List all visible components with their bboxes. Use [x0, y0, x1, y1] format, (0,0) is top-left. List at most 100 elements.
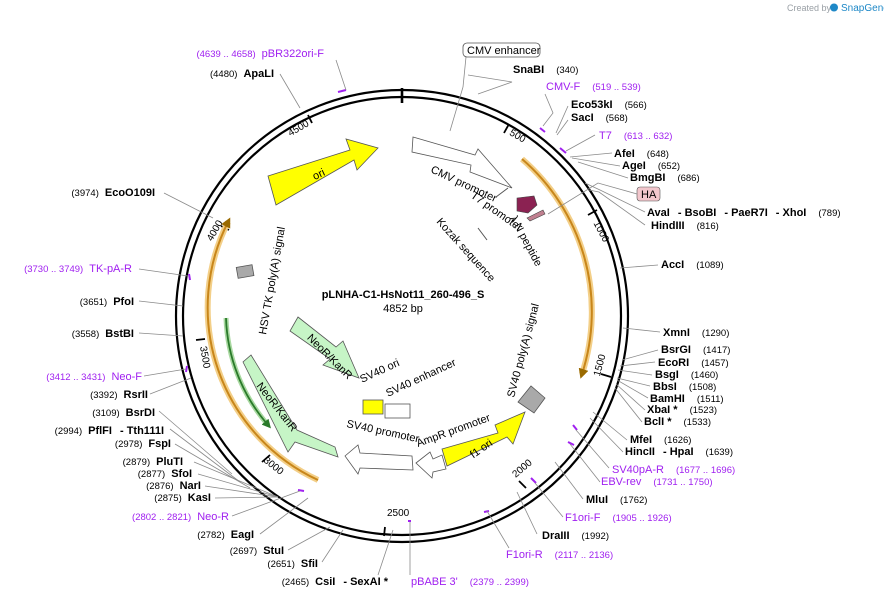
- t7-mark: [559, 147, 567, 154]
- lead-kasi: [214, 496, 279, 499]
- lead-bamhi: [616, 379, 649, 399]
- feature-neor-outer[interactable]: [242, 354, 339, 458]
- site-label-saci[interactable]: SacI(568): [571, 112, 628, 124]
- lead-draiii: [516, 491, 538, 535]
- site-label-rsrii[interactable]: (3392)RsrII: [90, 389, 148, 401]
- lead-bsgi: [617, 369, 653, 376]
- site-label-hindiii[interactable]: HindIII(816): [651, 220, 719, 232]
- feature-cmv-promoter[interactable]: [411, 136, 513, 189]
- lead-avai: [584, 182, 646, 213]
- lead-bsrgi: [621, 349, 659, 361]
- primer-label-sv40pa-r[interactable]: SV40pA-R(1677 .. 1696): [612, 464, 735, 476]
- primer-label-pbr322ori-f[interactable]: (4639 .. 4658)pBR322ori-F: [196, 48, 324, 60]
- feature-sv40-promoter[interactable]: [344, 444, 414, 475]
- lead-stui: [287, 526, 331, 551]
- site-label-sfoi[interactable]: (2877)SfoI: [138, 468, 192, 480]
- site-label-mlui[interactable]: MluI(1762): [586, 494, 647, 506]
- site-label-kasi[interactable]: (2875)KasI: [154, 492, 211, 504]
- site-label-bamhi[interactable]: BamHI(1511): [650, 393, 724, 405]
- site-label-sfii[interactable]: (2651)SfiI: [267, 558, 318, 570]
- primer-label-pbabe3[interactable]: pBABE 3'(2379 .. 2399): [411, 576, 529, 588]
- feature-hsv-tk-polya[interactable]: [235, 264, 255, 279]
- tick-3000: [261, 454, 271, 463]
- site-label-bstbi[interactable]: (3558)BstBI: [72, 328, 134, 340]
- site-label-bsrdi[interactable]: (3109)BsrDI: [92, 407, 155, 419]
- site-label-acci[interactable]: AccI(1089): [661, 259, 724, 271]
- feature-lambda-n-label: λ N peptide: [507, 214, 544, 269]
- tick-4500: [307, 114, 313, 124]
- lead-xbai: [615, 383, 646, 411]
- tk-pa-r-mark: [188, 273, 191, 281]
- feature-sv40-promoter-label: SV40 promoter: [345, 418, 420, 445]
- primer-label-t7[interactable]: T7(613 .. 632): [599, 130, 672, 142]
- site-label-pfoi[interactable]: (3651)PfoI: [80, 296, 134, 308]
- site-label-apali[interactable]: (4480)ApaLI: [210, 68, 274, 80]
- site-label-fspi[interactable]: (2978)FspI: [115, 438, 171, 450]
- feature-sv40-polya[interactable]: [517, 385, 546, 414]
- site-label-avai-group[interactable]: AvaI- BsoBI- PaeR7I- XhoI(789): [647, 207, 841, 219]
- cmv-enhancer-lead2: [449, 86, 464, 132]
- feature-sv40-enhancer[interactable]: [384, 403, 411, 419]
- pbr322ori-f-mark: [337, 89, 347, 93]
- site-label-eco53ki[interactable]: Eco53kI(566): [571, 99, 647, 111]
- site-label-mfei[interactable]: MfeI(1626): [630, 434, 691, 446]
- cmv-f-mark: [539, 127, 546, 133]
- tick-500: [503, 123, 510, 134]
- feature-ha[interactable]: [526, 209, 546, 222]
- primer-label-f1ori-f[interactable]: F1ori-F(1905 .. 1926): [565, 512, 672, 524]
- site-label-bsrgi[interactable]: BsrGI(1417): [661, 344, 730, 356]
- feature-sv40-ori[interactable]: [362, 399, 384, 415]
- feature-ampr-promoter[interactable]: [415, 451, 447, 479]
- feature-f1-ori[interactable]: [441, 411, 526, 467]
- site-label-afei[interactable]: AfeI(648): [614, 148, 669, 160]
- site-label-hincii-group[interactable]: HincII- HpaI(1639): [625, 446, 733, 458]
- site-label-bbsi[interactable]: BbsI(1508): [653, 381, 716, 393]
- plasmid-length: 4852 bp: [383, 303, 423, 315]
- feature-lambda-n[interactable]: [516, 195, 538, 214]
- tick-label: 2000: [510, 457, 534, 480]
- f1ori-f-mark: [530, 477, 537, 484]
- orf-neo: [225, 317, 271, 429]
- primer-label-neo-f[interactable]: (3412 .. 3431)Neo-F: [46, 371, 142, 383]
- site-label-agei[interactable]: AgeI(652): [622, 160, 680, 172]
- site-label-pluti[interactable]: (2879)PluTI: [123, 456, 183, 468]
- site-label-bcli[interactable]: BclI *(1533): [644, 416, 711, 428]
- site-label-snabi[interactable]: SnaBI(340): [513, 64, 578, 76]
- lead-afei: [569, 152, 613, 158]
- lead-bsrdi: [158, 410, 233, 475]
- lead-sfoi: [197, 473, 279, 498]
- site-label-ecoo109i[interactable]: (3974)EcoO109I: [71, 187, 155, 199]
- tick-1500: [600, 373, 612, 378]
- site-label-ecori[interactable]: EcoRI(1457): [658, 357, 729, 369]
- lead-pflfi: [169, 428, 241, 483]
- lead-agei: [571, 157, 621, 167]
- primer-label-tk-pa-r[interactable]: (3730 .. 3749)TK-pA-R: [24, 263, 132, 275]
- lead-tk-pa-r: [138, 268, 189, 277]
- feature-ori[interactable]: [267, 138, 379, 206]
- site-label-draiii[interactable]: DraIII(1992): [542, 530, 609, 542]
- site-label-bsgi[interactable]: BsgI(1460): [655, 369, 718, 381]
- site-label-xbai[interactable]: XbaI *(1523): [647, 404, 717, 416]
- site-label-bmgbi[interactable]: BmgBI(686): [630, 172, 700, 184]
- primer-label-f1ori-r[interactable]: F1ori-R(2117 .. 2136): [506, 549, 613, 561]
- tick-3500: [195, 338, 206, 341]
- primer-label-neo-r[interactable]: (2802 .. 2821)Neo-R: [132, 511, 229, 523]
- lead-sfii: [321, 529, 344, 563]
- sv40pa-r-mark: [572, 424, 578, 431]
- site-label-stui[interactable]: (2697)StuI: [230, 545, 284, 557]
- lead-eco53ki: [555, 105, 569, 134]
- site-label-pflfi-group[interactable]: (2994)PflFI- Tth111I: [55, 425, 164, 437]
- feature-neor-inner[interactable]: [289, 316, 360, 379]
- site-label-eagi[interactable]: (2782)EagI: [197, 529, 254, 541]
- primer-label-ebv-rev[interactable]: EBV-rev(1731 .. 1750): [601, 476, 713, 488]
- feature-t7-mark: [495, 187, 509, 198]
- site-label-xmni[interactable]: XmnI(1290): [663, 327, 729, 339]
- feature-sv40-polya-label: SV40 poly(A) signal: [505, 302, 542, 398]
- site-label-csii-group[interactable]: (2465)CsiI- SexAI *: [282, 576, 389, 588]
- lead-xmni: [622, 327, 661, 333]
- primer-label-cmv-f[interactable]: CMV-F(519 .. 539): [546, 81, 641, 93]
- cmv-enhancer-box[interactable]: [462, 42, 541, 58]
- lead-apali: [279, 73, 301, 109]
- cmv-enhancer-label: CMV enhancer: [467, 45, 541, 57]
- site-label-nari[interactable]: (2876)NarI: [146, 480, 201, 492]
